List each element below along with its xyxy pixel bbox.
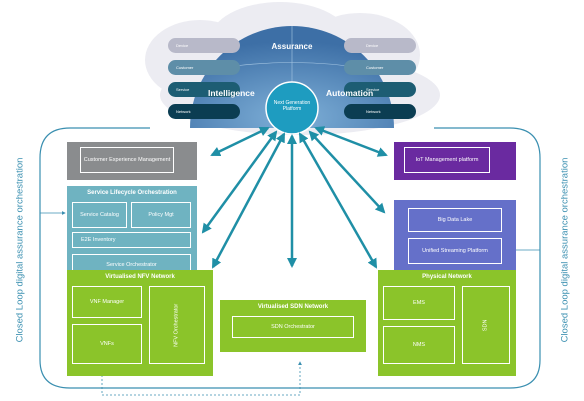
left-layer-1-label: Device xyxy=(176,43,189,48)
customer-experience-label: Customer Experience Management xyxy=(80,147,174,173)
left-layer-3-label: Service xyxy=(176,87,190,92)
sdn-orchestrator-box: SDN Orchestrator xyxy=(232,316,354,338)
sdn-box: SDN xyxy=(462,286,510,364)
right-layer-3: Service xyxy=(344,82,416,97)
iot-management-box: IoT Management platform xyxy=(394,142,516,180)
intelligence-label: Intelligence xyxy=(208,88,255,98)
sdn-network-box: Virtualised SDN Network SDN Orchestrator xyxy=(220,300,366,352)
nfv-network-title: Virtualised NFV Network xyxy=(105,274,175,280)
right-layer-2-label: Customer xyxy=(366,65,384,70)
left-layer-4: Network xyxy=(168,104,240,119)
assurance-label: Assurance xyxy=(271,42,313,51)
sdn-network-title: Virtualised SDN Network xyxy=(257,304,329,310)
unified-streaming-box: Unified Streaming Platform xyxy=(408,238,502,264)
ems-box: EMS xyxy=(383,286,455,320)
service-lifecycle-title: Service Lifecycle Orchestration xyxy=(87,190,177,196)
left-layer-4-label: Network xyxy=(176,109,191,114)
customer-experience-box: Customer Experience Management xyxy=(67,142,197,180)
bigdata-box: Big Data Lake Unified Streaming Platform xyxy=(394,200,516,272)
e2e-inventory-box: E2E Inventory xyxy=(72,232,191,248)
right-layer-1: Device xyxy=(344,38,416,53)
nfv-orchestrator-box: NFV Orchestrator xyxy=(149,286,205,364)
policy-mgt-box: Policy Mgt xyxy=(131,202,191,228)
service-catalog-box: Service Catalog xyxy=(72,202,127,228)
right-layer-1-label: Device xyxy=(366,43,379,48)
physical-network-title: Physical Network xyxy=(422,274,472,280)
platform-label: Next Generation Platform xyxy=(273,100,311,112)
right-loop-label: Closed Loop digital assurance orchestrat… xyxy=(559,157,571,343)
sdn-label: SDN xyxy=(482,319,489,331)
automation-label: Automation xyxy=(326,88,374,98)
right-layer-4-label: Network xyxy=(366,109,381,114)
bigdata-lake-box: Big Data Lake xyxy=(408,208,502,232)
vnf-manager-box: VNF Manager xyxy=(72,286,142,318)
nfv-orchestrator-label: NFV Orchestrator xyxy=(173,303,180,347)
nms-box: NMS xyxy=(383,326,455,364)
iot-management-label: IoT Management platform xyxy=(404,147,490,173)
right-layer-3-label: Service xyxy=(366,87,380,92)
physical-network-box: Physical Network EMS NMS SDN xyxy=(378,270,516,376)
left-layer-1: Device xyxy=(168,38,240,53)
left-layer-2: Customer xyxy=(168,60,240,75)
closed-loop-frame xyxy=(39,127,541,389)
vnfs-box: VNFs xyxy=(72,324,142,364)
left-layer-3: Service xyxy=(168,82,240,97)
nfv-network-box: Virtualised NFV Network VNF Manager VNFs… xyxy=(67,270,213,376)
left-layer-2-label: Customer xyxy=(176,65,194,70)
right-layer-2: Customer xyxy=(344,60,416,75)
left-loop-label: Closed Loop digital assurance orchestrat… xyxy=(14,157,26,343)
right-layer-4: Network xyxy=(344,104,416,119)
